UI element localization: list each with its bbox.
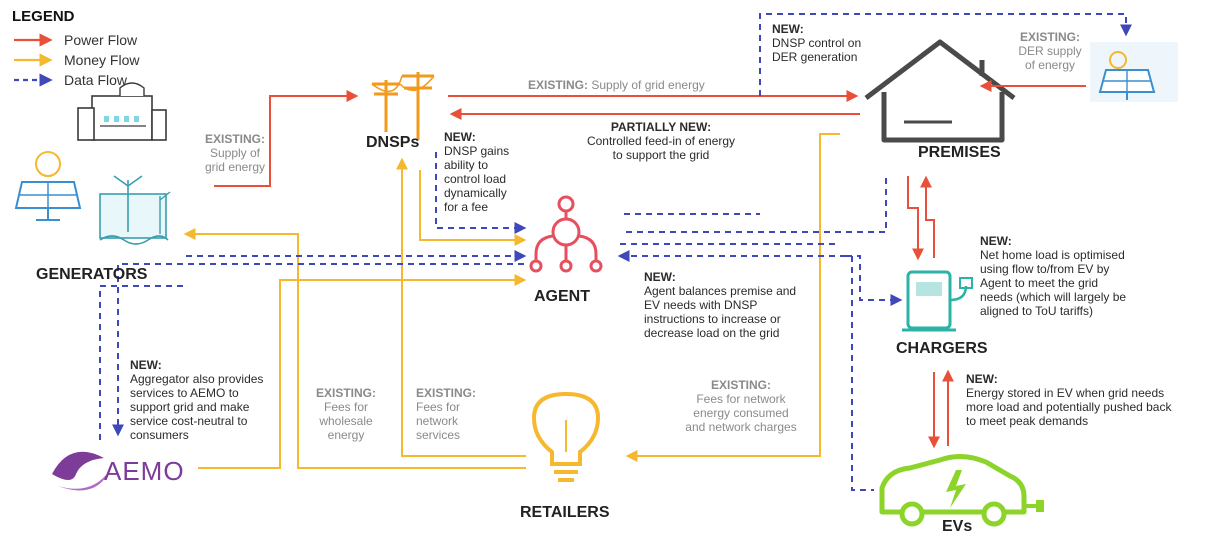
annotation-fees-wholesale: EXISTING: Fees for wholesale energy xyxy=(315,386,376,442)
flow-data-dnsp-agent xyxy=(435,152,527,234)
flow-gen-dnsp xyxy=(214,90,359,187)
flow-retailer-gen-money xyxy=(183,228,526,469)
annotation-fees-consumed: EXISTING: Fees for network energy consum… xyxy=(685,378,797,434)
node-dnsps: DNSPs xyxy=(366,134,420,151)
legend-title: LEGEND xyxy=(12,8,75,25)
annotation-dnsp-premises: EXISTING: Supply of grid energy xyxy=(528,78,705,92)
ev-car-icon xyxy=(879,454,1044,527)
flow-data-agent-premises-2 xyxy=(626,174,887,233)
flow-dnsp-agent-money xyxy=(419,170,527,246)
annotation-premises-dnsp: PARTIALLY NEW: Controlled feed-in of ene… xyxy=(586,120,736,162)
annotation-gen-dnsp: EXISTING: Supply of grid energy xyxy=(204,132,266,174)
flow-data-agent-aemo xyxy=(112,263,524,437)
annotation-der-supply: EXISTING: DER supply of energy xyxy=(1018,30,1082,72)
flow-premises-charger xyxy=(907,176,924,261)
legend-swatches xyxy=(14,33,53,87)
node-chargers: CHARGERS xyxy=(896,340,988,357)
legend-money-label: Money Flow xyxy=(64,52,140,68)
flow-charger-premises xyxy=(920,175,935,258)
flow-data-agent-ev xyxy=(851,256,874,491)
aemo-logo-icon xyxy=(52,451,110,491)
annotation-fees-network: EXISTING: Fees for network services xyxy=(416,386,477,442)
node-retailers: RETAILERS xyxy=(520,504,610,521)
premises-house-icon xyxy=(864,39,1016,143)
flow-data-aemo-up xyxy=(99,285,186,440)
annotation-dnsp-control: NEW: DNSP gains ability to control load … xyxy=(444,130,510,214)
flow-premises-retailer-money xyxy=(625,133,840,462)
flow-data-der xyxy=(759,13,1132,96)
annotation-aggregator: NEW: Aggregator also provides services t… xyxy=(130,358,264,442)
annotation-agent-balance: NEW: Agent balances premise and EV needs… xyxy=(644,270,797,340)
node-aemo: AEMO xyxy=(104,456,185,486)
annotation-der-control: NEW: DNSP control on DER generation xyxy=(772,22,862,64)
legend-data-label: Data Flow xyxy=(64,72,128,88)
annotation-ev-store: NEW: Energy stored in EV when grid needs… xyxy=(966,372,1172,428)
flow-data-agent-charger xyxy=(846,255,903,306)
legend-power-label: Power Flow xyxy=(64,32,138,48)
node-evs: EVs xyxy=(942,518,973,535)
annotation-net-home: NEW: Net home load is optimised using fl… xyxy=(980,234,1127,318)
node-generators: GENERATORS xyxy=(36,266,148,283)
node-agent: AGENT xyxy=(534,288,590,305)
der-solar-icon xyxy=(1090,42,1178,102)
flow-retailer-dnsp-money xyxy=(396,157,526,457)
charger-icon xyxy=(902,270,973,332)
agent-icon xyxy=(529,195,603,273)
dnsp-pylon-icon xyxy=(371,72,435,140)
node-premises: PREMISES xyxy=(918,144,1001,161)
generators-icon xyxy=(14,82,171,245)
flow-aemo-agent-money xyxy=(198,274,527,469)
retailers-bulb-icon xyxy=(531,391,601,482)
